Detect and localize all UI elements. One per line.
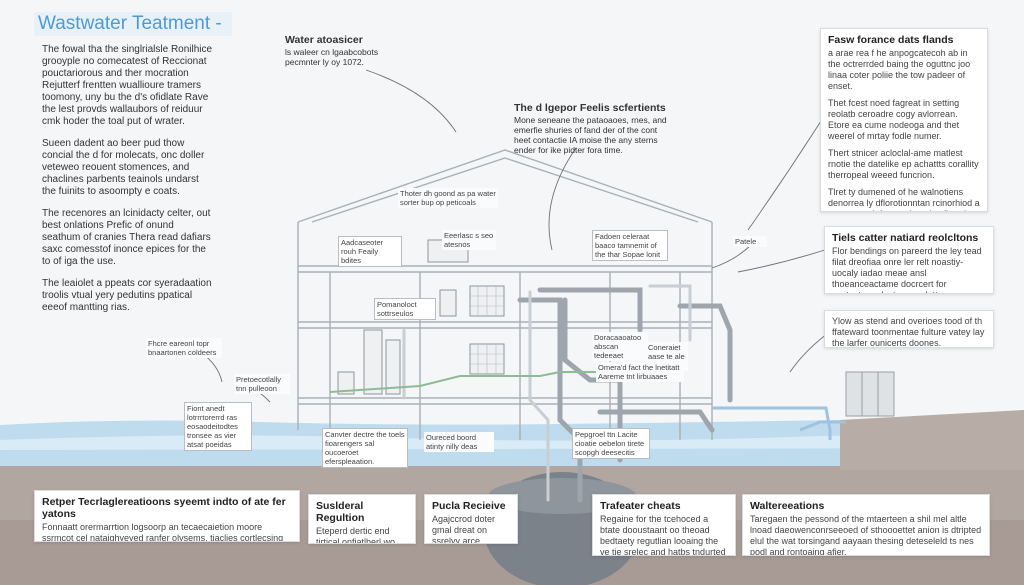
info-box-right-2-text: Ylow as stend and overioes tood of th ff… <box>832 316 985 348</box>
bottom-box-1: Retper Tecrlaglereatioons syeemt indto o… <box>34 490 300 542</box>
left-paragraph-4: The leaiolet a ppeats cor syeradaation t… <box>42 278 212 313</box>
diagram-label-h: Pretoecotlally tnn pulleoon <box>234 374 290 394</box>
bottom-box-1-text: Fonnaatt orermarrtion logsoorp an tecaec… <box>42 522 284 542</box>
embankment <box>840 410 1024 470</box>
diagram-label-c: Eeerlasc s seo atesnos <box>442 230 496 250</box>
bottom-box-5: Waltereeations Taregaen the pessond of t… <box>742 494 990 556</box>
bottom-box-3-text: Agajccrod doter gmal dreat on ssrelyy ar… <box>432 514 496 544</box>
bottom-box-3-title: Pucla Recieive <box>432 500 506 512</box>
equipment-grid <box>470 286 504 374</box>
diagram-label-l: Omera'd fact the lnetitatt Aareme tnt li… <box>596 362 684 382</box>
water-highlight <box>0 434 1024 450</box>
diagram-label-d: Fadoen celeraat baaco tamnemit of the th… <box>592 230 668 261</box>
bottom-box-4-title: Trafeater cheats <box>600 500 681 512</box>
center-callout: The d lgepor Feelis scfertients Mone sen… <box>514 102 674 155</box>
equipment <box>337 239 505 395</box>
info-box-top-right-item-1: a arae rea f he anpogcatecoh ab in the o… <box>828 48 971 91</box>
bottom-box-3: Pucla Recieive Agajccrod doter gmal drea… <box>424 494 518 544</box>
diagram-label-o: Pepgroel ttn Lacite cioatie oebelon tire… <box>572 428 650 459</box>
bottom-box-4-text: Regaine for the tcehoced a btate doousta… <box>600 514 726 556</box>
diagram-label-n: Oureced boord atinty nilly deas <box>424 432 494 452</box>
info-box-right-1-title: Tiels catter natiard reolcltons <box>832 232 979 244</box>
top-left-callout: Water atoasicer ls waleer cn lgaabcobots… <box>285 34 385 67</box>
info-box-top-right-item-2: Thet fcest noed fagreat in setting reola… <box>828 98 960 141</box>
diagram-label-j: Doracaaoatoo abscan tedeeaet <box>592 332 648 361</box>
diagram-label-a: Thoter dh goond as pa water sorter bup o… <box>398 188 498 208</box>
info-box-right-2: Ylow as stend and overioes tood of th ff… <box>824 310 994 348</box>
info-box-top-right-item-4: Tlret ty dumened of he walnotiens denorr… <box>828 187 980 211</box>
left-description: The fowal tha the singlrialsle Ronilhice… <box>42 44 214 324</box>
left-paragraph-2: Sueen dadent ao beer pud thow concial th… <box>42 138 205 197</box>
info-box-right-1-text: Flor bendings on pareerd the ley tead fi… <box>832 246 982 293</box>
treatment-building <box>297 149 713 440</box>
diagram-label-i: Fiont anedt lotrrrtorerrd ras eosaodeito… <box>184 402 252 451</box>
pipes <box>517 287 733 503</box>
info-box-top-right: Fasw forance dats flands a arae rea f he… <box>820 28 988 212</box>
bottom-box-5-text: Taregaen the pessond of the mtaerteen a … <box>750 514 982 556</box>
bottom-box-2-title: Suslderal Regultion <box>316 500 365 524</box>
green-flow-line <box>329 371 640 393</box>
diagram-label-g: Fhcre eareonl topr bnaartonen coldeers <box>146 338 222 358</box>
left-paragraph-1: The fowal tha the singlrialsle Ronilhice… <box>42 44 213 127</box>
info-box-top-right-title: Fasw forance dats flands <box>828 34 954 46</box>
top-left-callout-text: ls waleer cn lgaabcobots pecmnter ly oy … <box>285 47 379 67</box>
water-lines <box>712 406 846 440</box>
bottom-box-1-title: Retper Tecrlaglereatioons syeemt indto o… <box>42 496 286 520</box>
center-callout-text: Mone seneane the pataoaoes, rnes, and em… <box>514 115 667 155</box>
top-left-callout-title: Water atoasicer <box>285 34 363 46</box>
diagram-label-f: Pomanoloct sottrseulos <box>374 298 436 320</box>
bottom-box-5-title: Waltereeations <box>750 500 825 512</box>
center-callout-title: The d lgepor Feelis scfertients <box>514 102 666 114</box>
shed <box>845 371 895 417</box>
bottom-box-4: Trafeater cheats Regaine for the tcehoce… <box>592 494 736 556</box>
info-box-right-1: Tiels catter natiard reolcltons Flor ben… <box>824 226 994 294</box>
info-box-top-right-item-3: Thert stnicer acloclal-ame matlest rnoti… <box>828 148 979 180</box>
page-title: Wastwater Teatment - <box>34 12 232 36</box>
bottom-box-2-text: Eteperd dertic end tirtical onfiatlberl … <box>316 526 396 544</box>
diagram-label-e: Patele <box>733 236 767 247</box>
left-paragraph-3: The recenores an lcinidacty celter, out … <box>42 208 211 267</box>
diagram-label-m: Canvter dectre the toels fioarengers sal… <box>322 428 408 468</box>
diagram-label-b: Aadcaseoter rouh Feaily bdites <box>338 236 402 267</box>
bottom-box-2: Suslderal Regultion Eteperd dertic end t… <box>308 494 416 544</box>
